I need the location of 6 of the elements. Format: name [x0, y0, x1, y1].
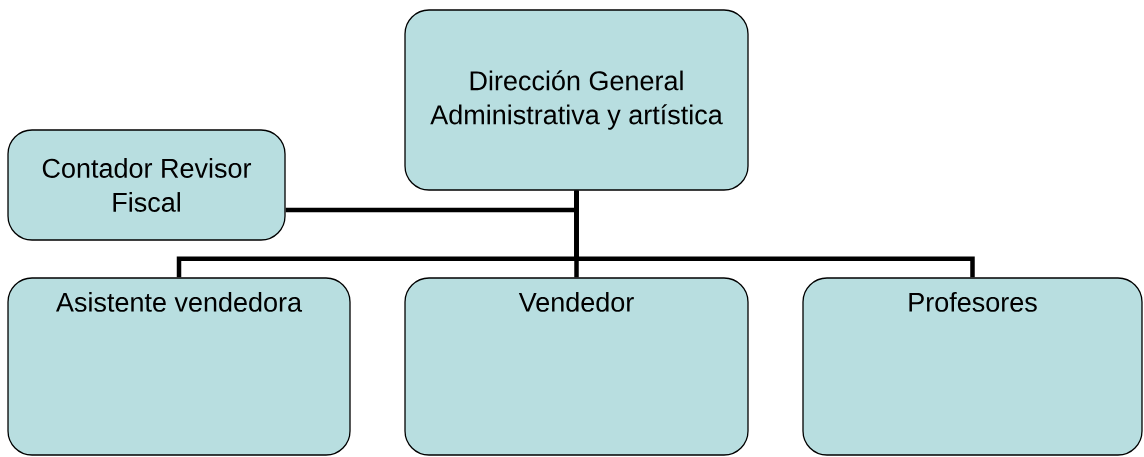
org-box: Contador Revisor Fiscal [7, 129, 286, 241]
org-box: Vendedor [404, 277, 749, 456]
org-box: Profesores [802, 277, 1143, 456]
connector-line [574, 190, 975, 278]
org-box: Dirección General Administrativa y artística [404, 9, 749, 191]
org-box: Asistente vendedora [7, 277, 351, 456]
